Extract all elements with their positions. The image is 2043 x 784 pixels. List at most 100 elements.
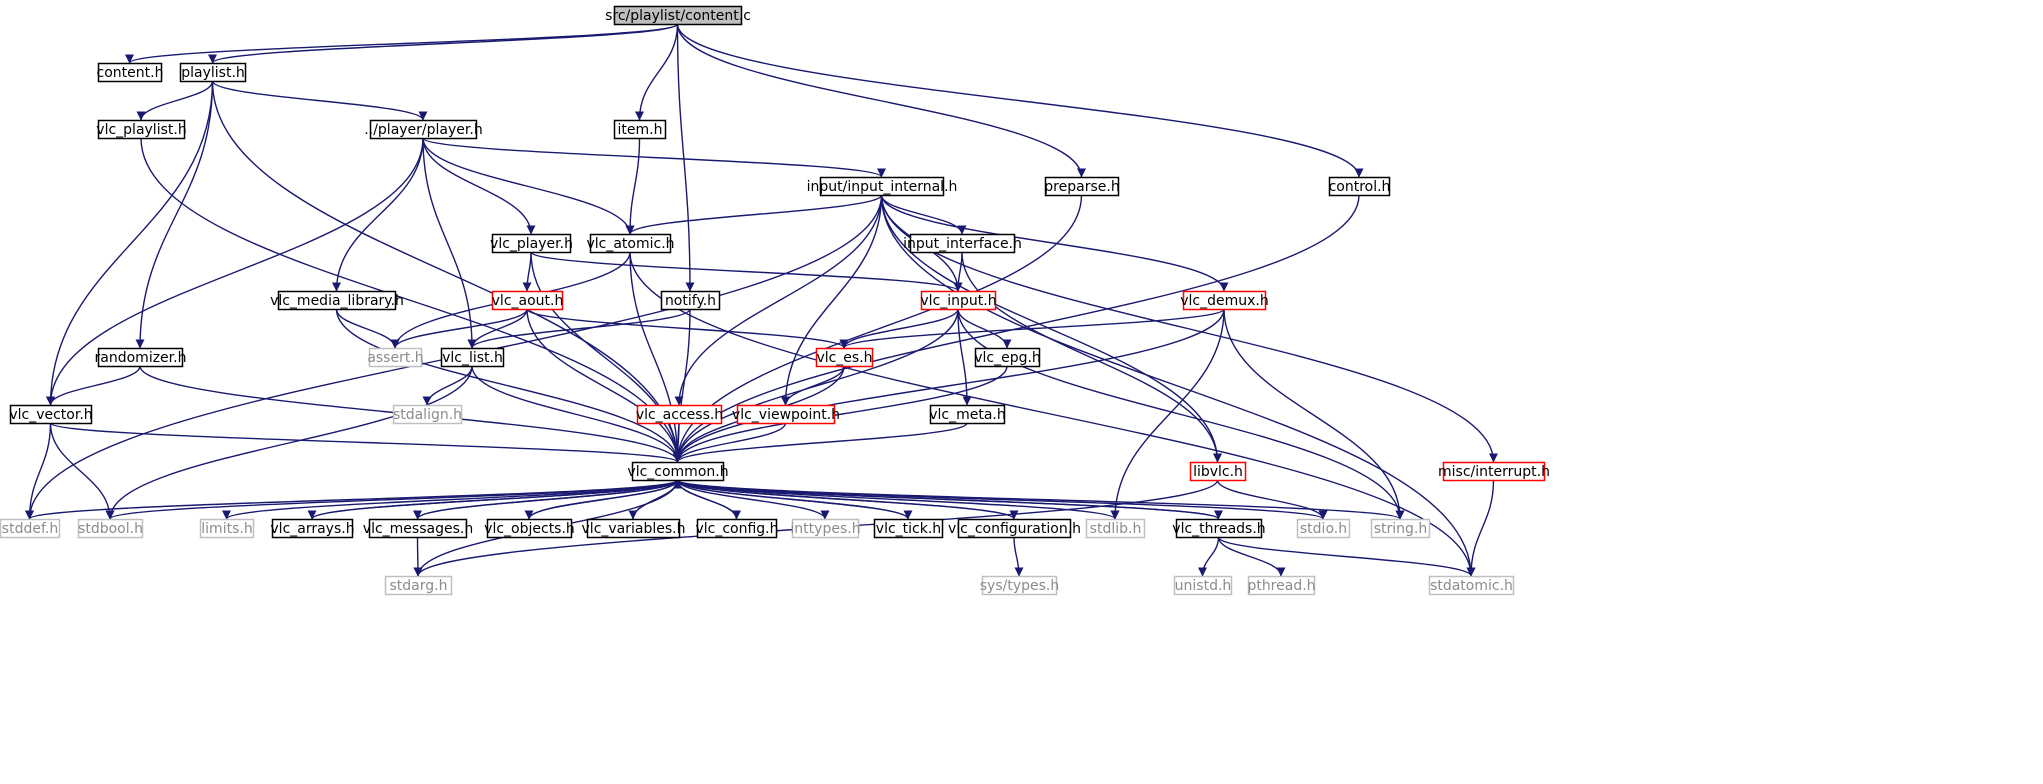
node-vlcplayer[interactable]: vlc_player.h [490, 233, 573, 254]
edge-line [311, 479, 682, 520]
edge-line [526, 308, 849, 349]
node-vlcmeta[interactable]: vlc_meta.h [929, 404, 1006, 425]
node-limits[interactable]: limits.h [199, 518, 255, 539]
node-player[interactable]: ../player/player.h [364, 119, 483, 140]
node-vlcmedialibrary[interactable]: vlc_media_library.h [270, 290, 404, 311]
node-libvlc[interactable]: libvlc.h [1189, 461, 1247, 482]
node-box [369, 119, 478, 140]
node-box [631, 461, 725, 482]
node-box [920, 290, 997, 311]
node-box [957, 518, 1072, 539]
node-layer: src/playlist/content.c content.h playlist.… [0, 5, 1550, 596]
edge-line [1198, 536, 1220, 577]
node-label: sys/types.h [980, 578, 1059, 594]
dependency-edge [953, 251, 963, 292]
node-randomizer[interactable]: randomizer.h [95, 347, 187, 368]
node-vlcvariables[interactable]: vlc_variables.h [582, 518, 686, 539]
edge-line [625, 194, 883, 235]
dependency-edge [135, 80, 214, 349]
node-box [636, 404, 723, 425]
node-pthread[interactable]: pthread.h [1247, 575, 1316, 596]
node-box [1428, 575, 1515, 596]
node-control[interactable]: control.h [1329, 176, 1391, 197]
node-vlcviewpoint[interactable]: vlc_viewpoint.h [732, 404, 840, 425]
node-vlcplaylist[interactable]: vlc_playlist.h [96, 119, 187, 140]
node-box [613, 119, 667, 140]
node-vlcobjects[interactable]: vlc_objects.h [484, 518, 575, 539]
node-label: vlc_objects.h [484, 521, 575, 537]
edge-line [422, 137, 635, 235]
dependency-edge [49, 422, 115, 520]
node-stdalign[interactable]: stdalign.h [392, 404, 463, 425]
node-stdio[interactable]: stdio.h [1296, 518, 1351, 539]
node-inputinternal[interactable]: input/input_internal.h [807, 176, 958, 197]
node-vlcconfiguration[interactable]: vlc_configuration.h [948, 518, 1081, 539]
node-item[interactable]: item.h [613, 119, 667, 140]
node-content[interactable]: content.h [97, 62, 164, 83]
dependency-edge [422, 137, 536, 235]
node-box [909, 233, 1016, 254]
node-stdatomic[interactable]: stdatomic.h [1428, 575, 1515, 596]
node-vlcdemux[interactable]: vlc_demux.h [1180, 290, 1269, 311]
node-box [77, 518, 144, 539]
node-playlist[interactable]: playlist.h [179, 62, 247, 83]
node-vlcinput[interactable]: vlc_input.h [920, 290, 997, 311]
node-vlcthreads[interactable]: vlc_threads.h [1172, 518, 1266, 539]
node-interrupt[interactable]: misc/interrupt.h [1438, 461, 1550, 482]
node-unistd[interactable]: unistd.h [1173, 575, 1233, 596]
node-label: misc/interrupt.h [1438, 464, 1550, 480]
dependency-edge [676, 479, 830, 520]
node-assert[interactable]: assert.h [367, 347, 424, 368]
edge-line [530, 251, 682, 463]
edge-line [673, 308, 1225, 463]
dependency-edge [1466, 479, 1495, 577]
edge-line [674, 194, 883, 406]
node-string[interactable]: string.h [1370, 518, 1431, 539]
node-label: stdalign.h [393, 407, 462, 423]
dependency-edge [422, 137, 477, 349]
edge-line [676, 479, 1405, 520]
node-vlccommon[interactable]: vlc_common.h [627, 461, 729, 482]
node-vlctick[interactable]: vlc_tick.h [873, 518, 944, 539]
node-root[interactable]: src/playlist/content.c [605, 5, 751, 26]
node-vlclist[interactable]: vlc_list.h [440, 347, 505, 368]
node-vlcvector[interactable]: vlc_vector.h [9, 404, 93, 425]
edge-line [1217, 536, 1286, 577]
dependency-edge [49, 422, 682, 463]
edge-line [880, 194, 1229, 292]
node-stddef[interactable]: stddef.h [0, 518, 61, 539]
dependency-edge [676, 479, 1405, 520]
node-stdbool[interactable]: stdbool.h [77, 518, 144, 539]
node-vlcatomic[interactable]: vlc_atomic.h [586, 233, 675, 254]
node-box [1189, 461, 1247, 482]
dependency-edge [467, 308, 691, 349]
node-label: stddef.h [2, 521, 58, 537]
node-systypes[interactable]: sys/types.h [980, 575, 1059, 596]
node-box [0, 518, 61, 539]
node-vlcepg[interactable]: vlc_epg.h [974, 347, 1041, 368]
node-label: limits.h [201, 521, 252, 537]
node-box [1296, 518, 1351, 539]
node-inputinterface[interactable]: input_interface.h [903, 233, 1022, 254]
dependency-edge [676, 479, 1120, 520]
node-vlcconfig[interactable]: vlc_config.h [695, 518, 779, 539]
node-vlces[interactable]: vlc_es.h [815, 347, 874, 368]
node-label: stdlib.h [1090, 521, 1142, 537]
node-stdarg[interactable]: stdarg.h [384, 575, 453, 596]
node-vlcmessages[interactable]: vlc_messages.h [363, 518, 473, 539]
node-vlcaout[interactable]: vlc_aout.h [492, 290, 564, 311]
edge-line [136, 80, 214, 121]
node-stdlib[interactable]: stdlib.h [1085, 518, 1146, 539]
node-label: item.h [618, 122, 663, 138]
node-vlcarrays[interactable]: vlc_arrays.h [270, 518, 355, 539]
node-preparse[interactable]: preparse.h [1044, 176, 1120, 197]
dependency-edge [673, 422, 968, 463]
node-box [392, 404, 463, 425]
node-inttypes[interactable]: inttypes.h [790, 518, 861, 539]
edge-line [629, 251, 682, 463]
node-vlcaccess[interactable]: vlc_access.h [636, 404, 723, 425]
node-label: content.h [97, 65, 164, 81]
node-label: inttypes.h [790, 521, 860, 537]
node-notify[interactable]: notify.h [660, 290, 721, 311]
dependency-edge [635, 23, 679, 121]
